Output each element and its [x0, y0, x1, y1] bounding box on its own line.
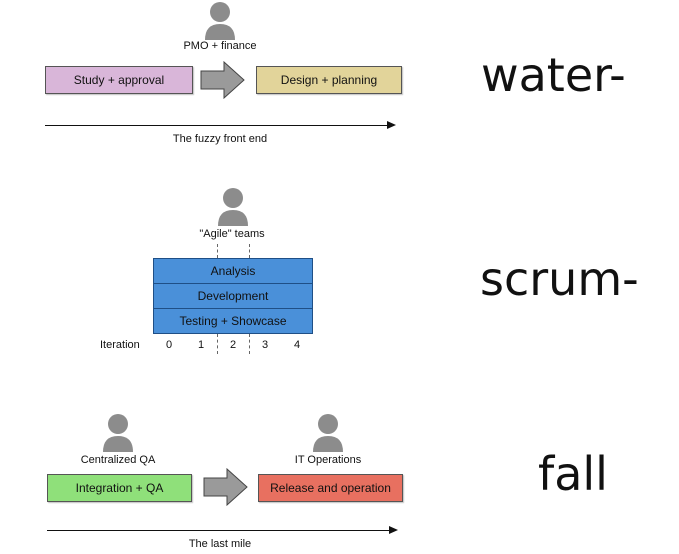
study-approval-box: Study + approval: [45, 66, 193, 94]
timeline-label-last-mile: The last mile: [188, 538, 252, 550]
team-label-agile: "Agile" teams: [199, 228, 265, 240]
iteration-number: 4: [294, 339, 301, 351]
agile-row-analysis: Analysis: [153, 258, 313, 284]
big-text-water: water-: [481, 48, 626, 102]
design-planning-box: Design + planning: [256, 66, 402, 94]
timeline-arrow: [47, 526, 398, 534]
integration-qa-box: Integration + QA: [47, 474, 192, 502]
role-label-it-operations: IT Operations: [294, 454, 362, 466]
person-icon: [103, 414, 133, 452]
iteration-label: Iteration: [100, 339, 140, 351]
release-operation-box: Release and operation: [258, 474, 403, 502]
iteration-divider: [217, 244, 218, 258]
block-arrow-icon: [200, 61, 245, 99]
block-arrow-icon: [203, 468, 248, 506]
iteration-divider: [249, 244, 250, 258]
person-icon: [205, 2, 235, 40]
person-icon: [313, 414, 343, 452]
iteration-number: 2: [230, 339, 237, 351]
timeline-arrow: [45, 121, 396, 129]
timeline-label-fuzzy-front-end: The fuzzy front end: [172, 133, 268, 145]
big-text-scrum: scrum-: [480, 252, 639, 306]
role-label-centralized-qa: Centralized QA: [80, 454, 156, 466]
iteration-number: 0: [166, 339, 173, 351]
person-icon: [218, 188, 248, 226]
iteration-number: 3: [262, 339, 269, 351]
iteration-number: 1: [198, 339, 205, 351]
iteration-divider: [217, 334, 218, 354]
iteration-divider: [249, 334, 250, 354]
agile-row-testing: Testing + Showcase: [153, 308, 313, 334]
agile-row-development: Development: [153, 283, 313, 309]
role-label-pmo: PMO + finance: [183, 40, 257, 52]
big-text-fall: fall: [538, 447, 608, 501]
